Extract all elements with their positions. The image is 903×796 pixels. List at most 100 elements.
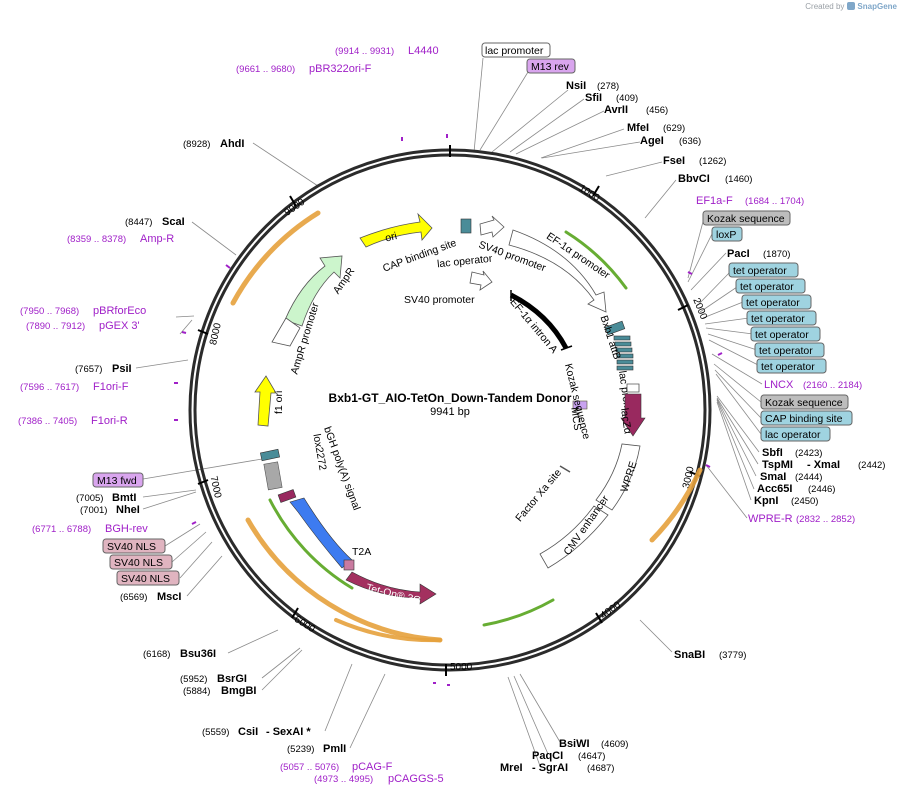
teton-3g-feature [345,571,437,605]
primer-ef1a-name: EF1a-F [696,195,733,207]
snapgene-logo-icon [847,2,856,10]
tick-4000: 4000 [599,599,624,621]
primer-sites [174,134,723,686]
primer-pbrforeco-name: pBRforEco [93,305,146,317]
attb-stack [604,320,634,371]
enzyme-tspmi: TspMI [762,459,793,471]
primer-bghrev-name: BGH-rev [105,523,148,535]
primer-pcagf-range: (5057 .. 5076) [280,762,339,773]
enzyme-bbvci-pos: (1460) [725,174,752,185]
primer-f1orir-name: F1ori-R [91,415,128,427]
primer-l4440-name: L4440 [408,45,439,57]
t2a-block [343,559,355,571]
connector-lines [135,57,763,767]
primer-pbrforeco-range: (7950 .. 7968) [20,306,79,317]
enzyme-ahdi-pos: (8928) [183,139,210,150]
plasmid-name: Bxb1-GT_AIO-TetOn_Down-Tandem Donor [329,391,572,405]
lac-promoter-box: lac promoter [485,45,544,57]
enzyme-bsrgi: BsrGI [217,673,247,685]
enzyme-bbvci: BbvCI [678,173,710,185]
primer-f1orif-range: (7596 .. 7617) [20,382,79,393]
enzyme-bsiwi-pos: (4609) [601,739,628,750]
sv40-nls-box-1: SV40 NLS [107,541,156,553]
primer-wpre-name: WPRE-R [748,513,793,525]
ruler-marks [197,145,701,676]
primer-ampr-range: (8359 .. 8378) [67,234,126,245]
enzyme-tspmi-pos: (2442) [858,460,885,471]
tick-5000: 5000 [450,662,473,673]
sv40-promoter-inner-arrow [469,270,493,291]
m13-fwd-box: M13 fwd [97,475,137,487]
enzyme-scai: ScaI [162,216,185,228]
enzyme-labels: NsiI (278) SfiI (409) AvrII (456) MfeI (… [75,80,885,774]
enzyme-msci-pos: (6569) [120,592,147,603]
enzyme-bmgbi: BmgBI [221,685,256,697]
enzyme-pmli-pos: (5239) [287,744,314,755]
enzyme-agei-pos: (636) [679,136,701,147]
enzyme-smai: SmaI [760,471,786,483]
enzyme-sgrai: - SgrAI [532,762,568,774]
enzyme-paci: PacI [727,248,750,260]
enzyme-kpni: KpnI [754,495,778,507]
primer-wpre-range: (2832 .. 2852) [796,514,855,525]
primer-l4440-range: (9914 .. 9931) [335,46,394,57]
primer-bghrev-range: (6771 .. 6788) [32,524,91,535]
enzyme-nhei-pos: (7001) [80,505,107,516]
tet-operator-box-4: tet operator [751,313,805,325]
sv40-nls-box-2: SV40 NLS [114,557,163,569]
enzyme-acc65i: Acc65I [757,483,792,495]
enzyme-psii-pos: (7657) [75,364,102,375]
ori-label: ori [384,230,398,244]
tet-operator-box-7: tet operator [761,361,815,373]
enzyme-bsu36i-pos: (6168) [143,649,170,660]
enzyme-sfii-pos: (409) [616,93,638,104]
primer-pgex-range: (7890 .. 7912) [26,321,85,332]
lacza-feature [620,393,646,437]
enzyme-bmgbi-pos: (5884) [183,686,210,697]
enzyme-nhei: NheI [116,504,140,516]
cmv-enhancer-feature [539,505,609,569]
enzyme-snabi-pos: (3779) [719,650,746,661]
enzyme-sfii: SfiI [585,92,602,104]
sv40-promoter-label-2: SV40 promoter [404,294,475,306]
enzyme-acc65i-pos: (2446) [808,484,835,495]
lacza-label: lacZα [618,407,633,434]
sv40-promoter-arrow [479,215,505,238]
cmv-enhancer-label: CMV enhancer [561,493,611,558]
enzyme-snabi: SnaBI [674,649,705,661]
enzyme-avrii-pos: (456) [646,105,668,116]
nls-block [277,489,297,503]
credit-brand: SnapGene [857,2,897,11]
primer-ef1a-range: (1684 .. 1704) [745,196,804,207]
lac-promoter-inner-arrow [626,383,640,393]
tick-8000: 8000 [208,322,224,347]
t2a-label: T2A [352,546,371,558]
tet-operator-box-5: tet operator [755,329,809,341]
primer-lncx-name: LNCX [764,379,794,391]
primer-f1orir-range: (7386 .. 7405) [18,416,77,427]
mcs-block [572,400,588,410]
tet-operator-box-2: tet operator [740,281,794,293]
enzyme-paqci-pos: (4647) [578,751,605,762]
ampr-feature [284,255,343,327]
factor-xa-label: Factor Xa site [513,467,564,524]
sv40-nls-box-3: SV40 NLS [121,573,170,585]
tet-operator-box-3: tet operator [746,297,800,309]
enzyme-agei: AgeI [640,135,664,147]
primer-labels: (9914 .. 9931) L4440 (9661 .. 9680) pBR3… [18,45,862,785]
enzyme-bsiwi: BsiWI [559,738,590,750]
primer-f1orif-name: F1ori-F [93,381,129,393]
enzyme-csii-pos: (5559) [202,727,229,738]
bgh-polya-feature [263,461,283,491]
enzyme-pmli: PmlI [323,743,346,755]
primer-pbr322ori-name: pBR322ori-F [309,63,372,75]
primer-ampr-name: Amp-R [140,233,174,245]
ori-feature [359,212,433,248]
kozak-box-2: Kozak sequence [765,397,843,409]
enzyme-bmti-pos: (7005) [76,493,103,504]
enzyme-smai-pos: (2444) [795,472,822,483]
primer-lncx-range: (2160 .. 2184) [803,380,862,391]
enzyme-sbfi-pos: (2423) [795,448,822,459]
